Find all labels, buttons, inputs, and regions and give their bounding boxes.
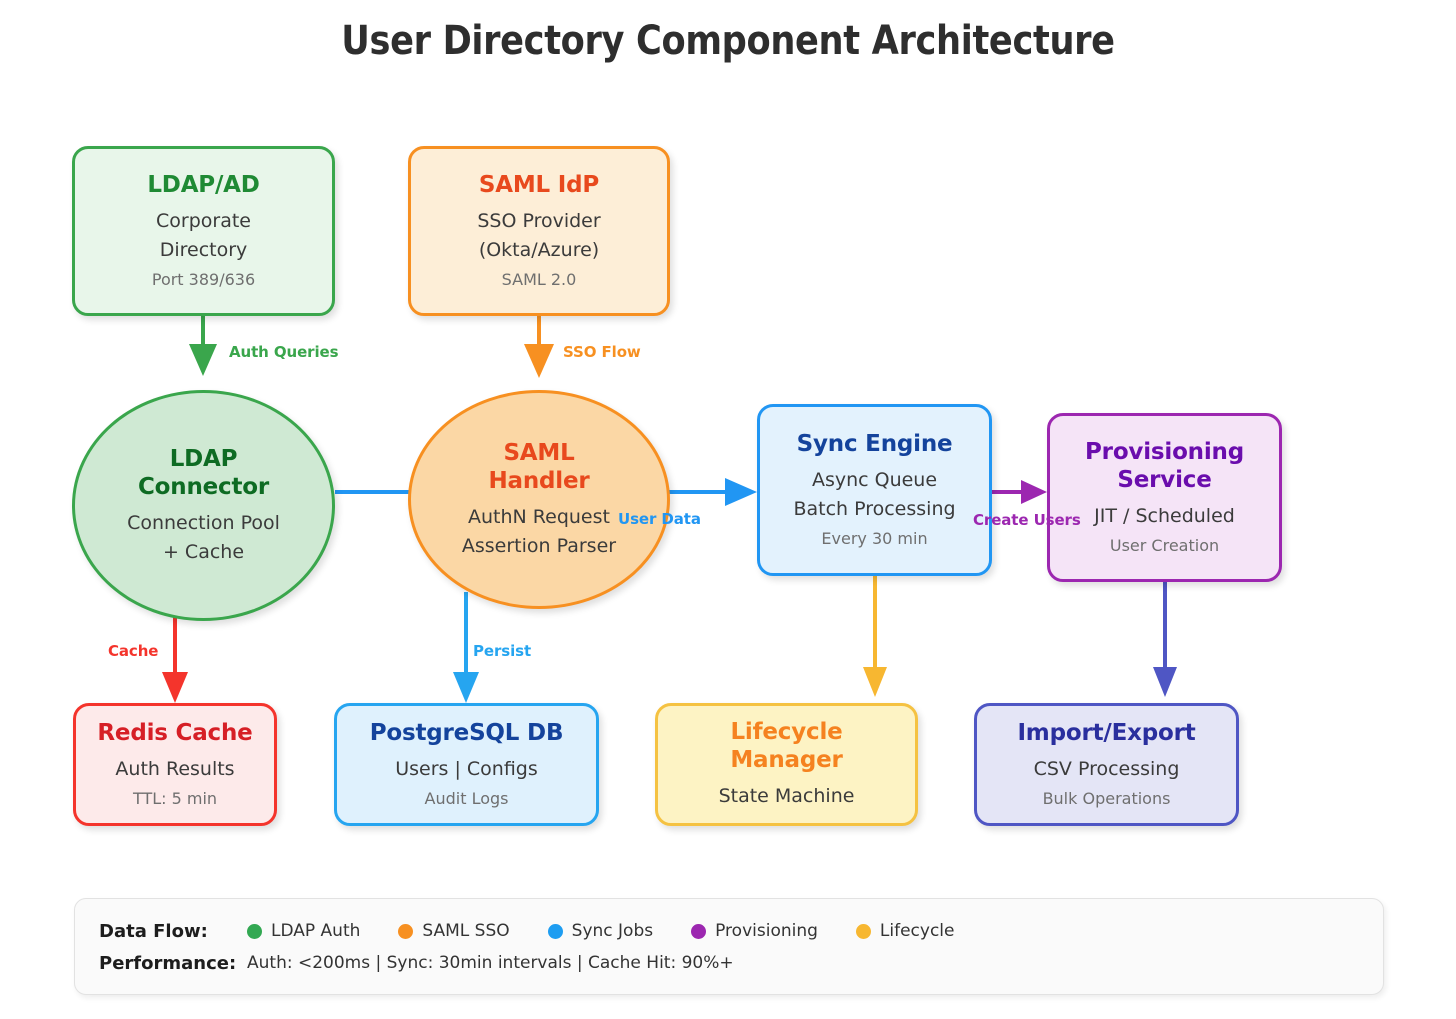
node-meta: Every 30 min (821, 529, 928, 548)
legend-item-4: Lifecycle (855, 921, 955, 941)
node-meta: Port 389/636 (151, 270, 256, 289)
legend-flow-heading: Data Flow: (99, 920, 208, 942)
node-subtitle: CSV Processing (1033, 758, 1180, 780)
node-subtitle: Users | Configs (395, 758, 538, 780)
node-title: PostgreSQL DB (369, 720, 564, 746)
legend-item-1: SAML SSO (398, 921, 510, 941)
node-title-line2: Handler (488, 467, 590, 494)
node-subtitle: State Machine (718, 785, 855, 807)
legend-item-label: Provisioning (715, 921, 818, 941)
node-subtitle: Auth Results (115, 758, 235, 780)
node-meta: SAML 2.0 (501, 270, 577, 289)
edge-label-auth-queries: Auth Queries (229, 343, 339, 361)
edge-sso-flow (524, 316, 554, 378)
legend-panel: Data Flow: LDAP Auth SAML SSO Sync Jobs Pro… (74, 898, 1384, 995)
node-subtitle: SSO Provider(Okta/Azure) (477, 210, 601, 261)
edge-create-users (992, 480, 1047, 504)
node-meta: User Creation (1109, 536, 1220, 555)
edge-label-user-data: User Data (618, 510, 701, 528)
node-title-line2: Connector (137, 473, 269, 500)
legend-color-dot (398, 923, 414, 939)
legend-performance-row: Performance: Auth: <200ms | Sync: 30min … (99, 947, 1383, 979)
edge-label-cache: Cache (108, 642, 159, 660)
legend-color-dot (547, 923, 563, 939)
edge-sync-to-lifecycle (863, 576, 887, 697)
legend-item-label: LDAP Auth (271, 921, 361, 941)
page-title: User Directory Component Architecture (341, 18, 1115, 64)
legend-color-dot (691, 923, 707, 939)
legend-item-3: Provisioning (691, 921, 818, 941)
node-meta: TTL: 5 min (132, 789, 218, 808)
node-title: Lifecycle (730, 719, 843, 745)
edge-label-create-users: Create Users (973, 511, 1081, 529)
legend-items: LDAP Auth SAML SSO Sync Jobs Provisioning Li… (247, 921, 992, 941)
legend-item-label: Sync Jobs (571, 921, 654, 941)
node-title: Provisioning (1085, 439, 1244, 465)
edge-label-sso-flow: SSO Flow (563, 343, 641, 361)
legend-performance-text: Auth: <200ms | Sync: 30min intervals | C… (247, 953, 734, 973)
legend-item-label: Lifecycle (879, 921, 955, 941)
node-meta: Bulk Operations (1042, 789, 1171, 808)
edge-provisioning-to-import-export (1153, 582, 1177, 697)
edge-auth-queries (189, 316, 217, 376)
node-meta: Audit Logs (424, 789, 509, 808)
legend-performance-heading: Performance: (99, 952, 237, 974)
node-title-line2: Service (1117, 467, 1212, 493)
legend-color-dot (855, 923, 871, 939)
node-title: LDAP/AD (147, 172, 260, 198)
node-subtitle: JIT / Scheduled (1094, 505, 1235, 527)
edge-label-persist: Persist (473, 642, 532, 660)
node-title: SAML (503, 439, 575, 466)
node-title: Sync Engine (796, 431, 953, 457)
legend-item-2: Sync Jobs (547, 921, 654, 941)
node-title: Redis Cache (97, 720, 253, 746)
legend-flow-row: Data Flow: LDAP Auth SAML SSO Sync Jobs Pro… (99, 915, 1383, 947)
legend-color-dot (247, 923, 262, 939)
node-title: Import/Export (1017, 720, 1196, 746)
node-title: LDAP (169, 445, 238, 472)
legend-item-label: SAML SSO (422, 921, 510, 941)
node-saml-idp[interactable]: SAML IdP SSO Provider(Okta/Azure) SAML 2.0 (408, 146, 670, 316)
node-subtitle: Connection Pool+ Cache (127, 511, 280, 563)
legend-item-0: LDAP Auth (247, 921, 360, 941)
node-title: SAML IdP (478, 172, 600, 198)
node-title-line2: Manager (730, 747, 843, 773)
edge-cache (162, 615, 188, 703)
